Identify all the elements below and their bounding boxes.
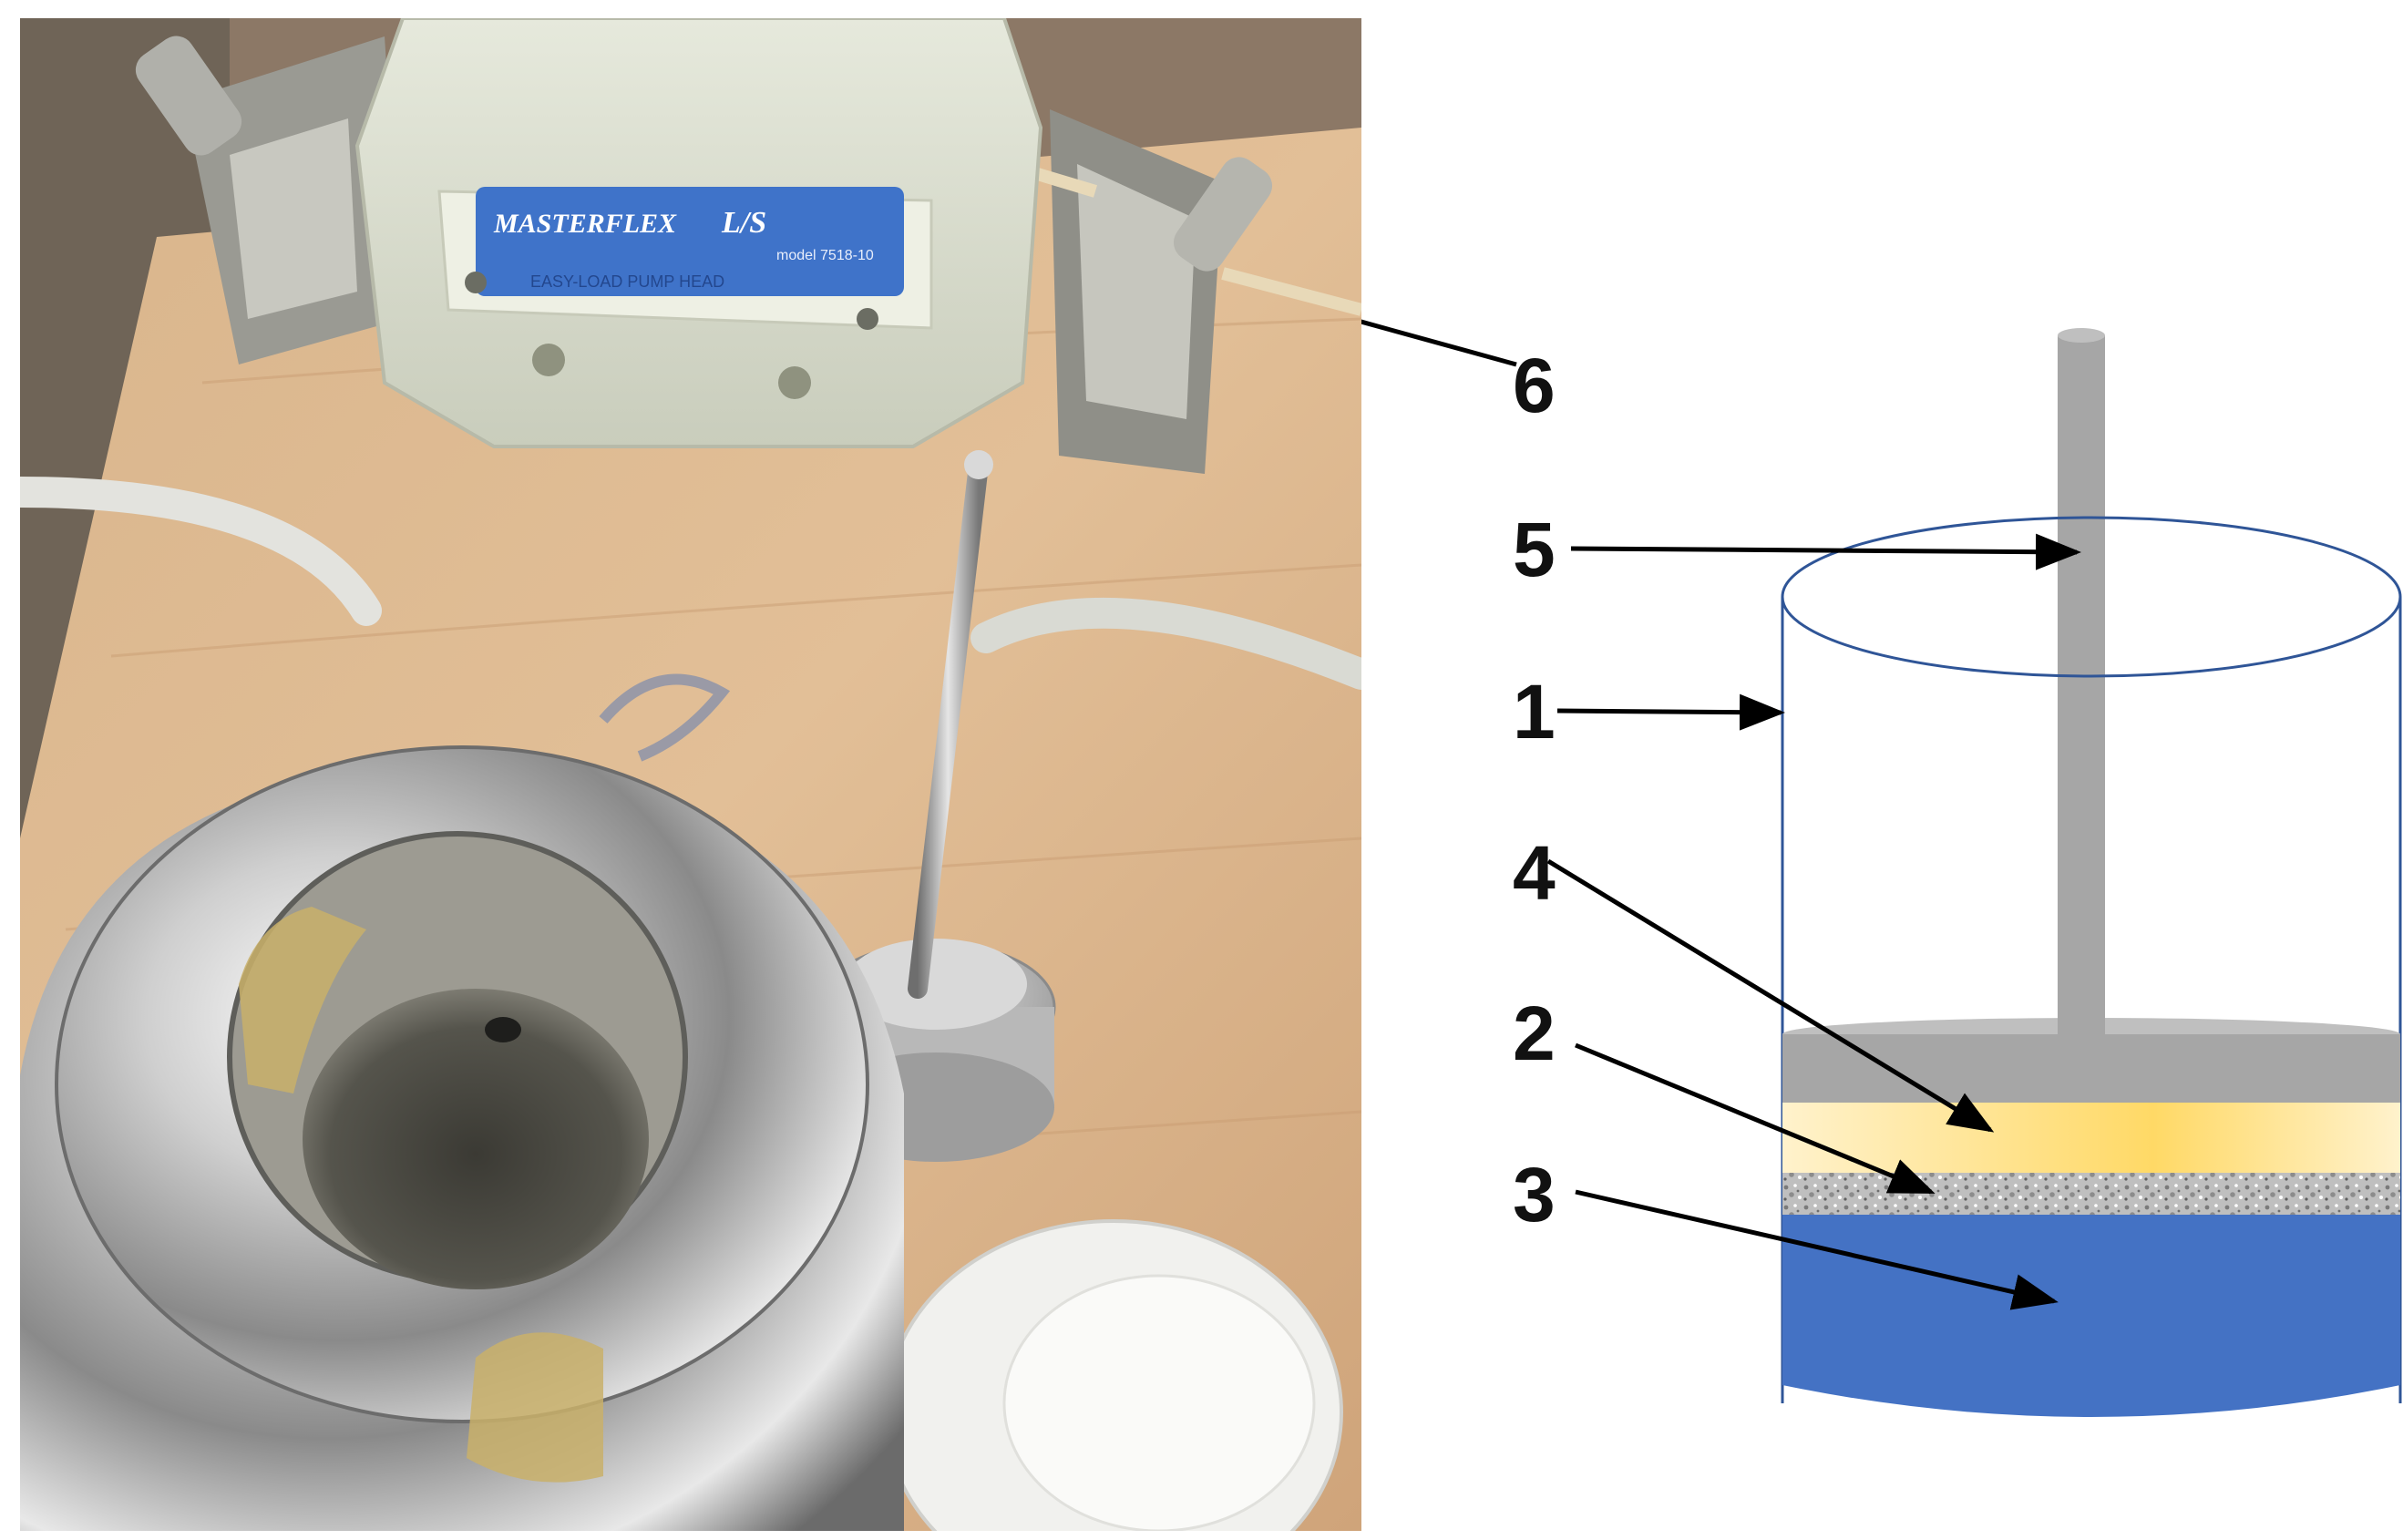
arrow-5 xyxy=(1570,533,2081,570)
arrow-3 xyxy=(1575,1189,2059,1310)
arrow-4 xyxy=(1546,858,1995,1133)
pump-model: L/S xyxy=(721,206,766,240)
residue xyxy=(239,907,366,1093)
tubing-left xyxy=(20,477,382,626)
pump-hole xyxy=(778,366,811,399)
label-6: 6 xyxy=(1513,343,1556,428)
wire-loop xyxy=(599,673,731,762)
pump-hole xyxy=(532,344,565,376)
label-1: 1 xyxy=(1513,669,1556,755)
label-5: 5 xyxy=(1513,507,1556,592)
label-4: 4 xyxy=(1513,830,1556,916)
pump-model-small: model 7518-10 xyxy=(776,248,874,263)
pump-screw xyxy=(857,308,878,330)
steel-vessel xyxy=(20,673,904,1531)
pump-label-plate xyxy=(476,187,904,296)
arrow-1 xyxy=(1556,693,1785,731)
left-clamp xyxy=(135,36,403,364)
arrow-6 xyxy=(1361,319,1517,367)
layer-3 xyxy=(1782,1207,2400,1417)
pump-head: MASTERFLEX L/S model 7518-10 EASY-LOAD P… xyxy=(354,18,1043,448)
label-2: 2 xyxy=(1513,991,1556,1076)
right-clamp xyxy=(1001,109,1361,474)
pump-screw xyxy=(465,272,487,293)
schematic-diagram: 6 5 1 4 2 3 xyxy=(1361,319,2402,1417)
piston-disc xyxy=(1782,1034,2400,1103)
pump-line2: EASY-LOAD PUMP HEAD xyxy=(530,272,724,291)
cylinder-rim xyxy=(1781,516,2402,678)
label-3: 3 xyxy=(1513,1152,1556,1237)
pump-brand: MASTERFLEX xyxy=(493,209,677,239)
rod xyxy=(2058,335,2105,1037)
tubing-right xyxy=(970,597,1361,690)
residue xyxy=(467,1332,603,1483)
layer-4 xyxy=(1782,1100,2400,1173)
apparatus-photo: MASTERFLEX L/S model 7518-10 EASY-LOAD P… xyxy=(20,18,1361,1531)
rod-top xyxy=(2058,328,2105,343)
layer-2 xyxy=(1782,1171,2400,1215)
white-lid xyxy=(884,1219,1343,1531)
arrow-2 xyxy=(1575,1042,1936,1195)
